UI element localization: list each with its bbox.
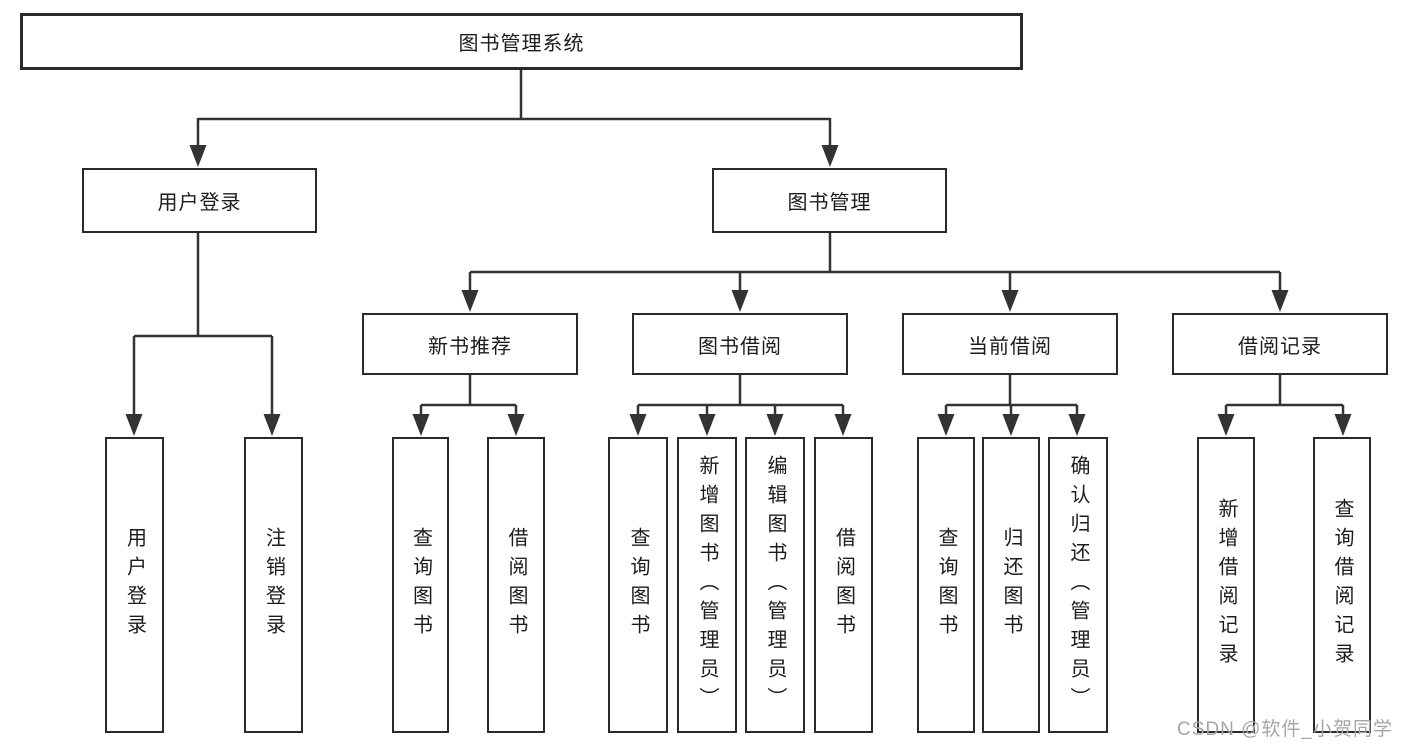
leaf-bb-query-books: 查询图书 bbox=[608, 437, 668, 733]
leaf-cb-confirm-return-admin: 确认归还（管理员） bbox=[1048, 437, 1108, 733]
leaf-logout: 注销登录 bbox=[244, 437, 303, 733]
arrowhead-icon bbox=[1002, 414, 1020, 436]
arrowhead-icon bbox=[461, 290, 479, 312]
arrowhead-icon bbox=[698, 414, 716, 436]
arrowhead-icon bbox=[125, 414, 143, 436]
leaf-label: 查询图书 bbox=[935, 527, 957, 643]
node-library-management-system: 图书管理系统 bbox=[20, 13, 1023, 70]
arrowhead-icon bbox=[834, 414, 852, 436]
arrowhead-icon bbox=[766, 414, 784, 436]
arrowhead-icon bbox=[412, 414, 430, 436]
arrowhead-icon bbox=[1068, 414, 1086, 436]
node-borrow-records: 借阅记录 bbox=[1172, 313, 1388, 375]
node-label: 当前借阅 bbox=[968, 335, 1052, 358]
node-new-book-recommend: 新书推荐 bbox=[362, 313, 578, 375]
arrowhead-icon bbox=[1334, 414, 1352, 436]
leaf-label: 借阅图书 bbox=[832, 527, 855, 643]
leaf-label: 确认归还（管理员） bbox=[1067, 454, 1089, 716]
node-label: 用户登录 bbox=[157, 192, 242, 214]
arrowhead-icon bbox=[507, 414, 525, 436]
node-label: 图书管理系统 bbox=[458, 33, 585, 55]
leaf-bb-edit-books-admin: 编辑图书（管理员） bbox=[745, 437, 805, 733]
leaf-label: 查询借阅记录 bbox=[1331, 498, 1353, 672]
node-user-login: 用户登录 bbox=[82, 168, 317, 233]
leaf-bb-add-books-admin: 新增图书（管理员） bbox=[677, 437, 737, 733]
node-label: 图书管理 bbox=[787, 192, 872, 214]
arrowhead-icon bbox=[1217, 414, 1235, 436]
watermark: CSDN @软件_小贺同学 bbox=[1177, 719, 1393, 740]
leaf-label: 新增借阅记录 bbox=[1215, 498, 1237, 672]
leaf-br-query-record: 查询借阅记录 bbox=[1313, 437, 1371, 733]
node-label: 新书推荐 bbox=[428, 335, 512, 358]
leaf-label: 编辑图书（管理员） bbox=[764, 454, 786, 716]
leaf-user-login: 用户登录 bbox=[105, 437, 164, 733]
leaf-cb-query-books: 查询图书 bbox=[917, 437, 975, 733]
leaf-label: 注销登录 bbox=[262, 527, 285, 643]
arrowhead-icon bbox=[189, 145, 207, 167]
leaf-label: 归还图书 bbox=[1000, 527, 1022, 643]
leaf-label: 新增图书（管理员） bbox=[696, 454, 718, 716]
leaf-br-add-record: 新增借阅记录 bbox=[1197, 437, 1255, 733]
arrowhead-icon bbox=[1001, 290, 1019, 312]
arrowhead-icon bbox=[263, 414, 281, 436]
arrowhead-icon bbox=[937, 414, 955, 436]
leaf-label: 用户登录 bbox=[123, 527, 146, 643]
arrowhead-icon bbox=[731, 290, 749, 312]
leaf-label: 借阅图书 bbox=[505, 527, 527, 643]
node-current-borrow: 当前借阅 bbox=[902, 313, 1118, 375]
node-book-management: 图书管理 bbox=[712, 168, 947, 233]
arrowhead-icon bbox=[1271, 290, 1289, 312]
leaf-bb-borrow-books: 借阅图书 bbox=[814, 437, 873, 733]
leaf-label: 查询图书 bbox=[627, 527, 649, 643]
arrowhead-icon bbox=[629, 414, 647, 436]
leaf-nb-borrow-books: 借阅图书 bbox=[487, 437, 545, 733]
node-label: 图书借阅 bbox=[698, 335, 782, 358]
leaf-label: 查询图书 bbox=[409, 527, 432, 643]
node-book-borrow: 图书借阅 bbox=[632, 313, 848, 375]
leaf-nb-query-books: 查询图书 bbox=[392, 437, 449, 733]
leaf-cb-return-books: 归还图书 bbox=[982, 437, 1040, 733]
arrowhead-icon bbox=[821, 145, 839, 167]
node-label: 借阅记录 bbox=[1238, 335, 1322, 358]
